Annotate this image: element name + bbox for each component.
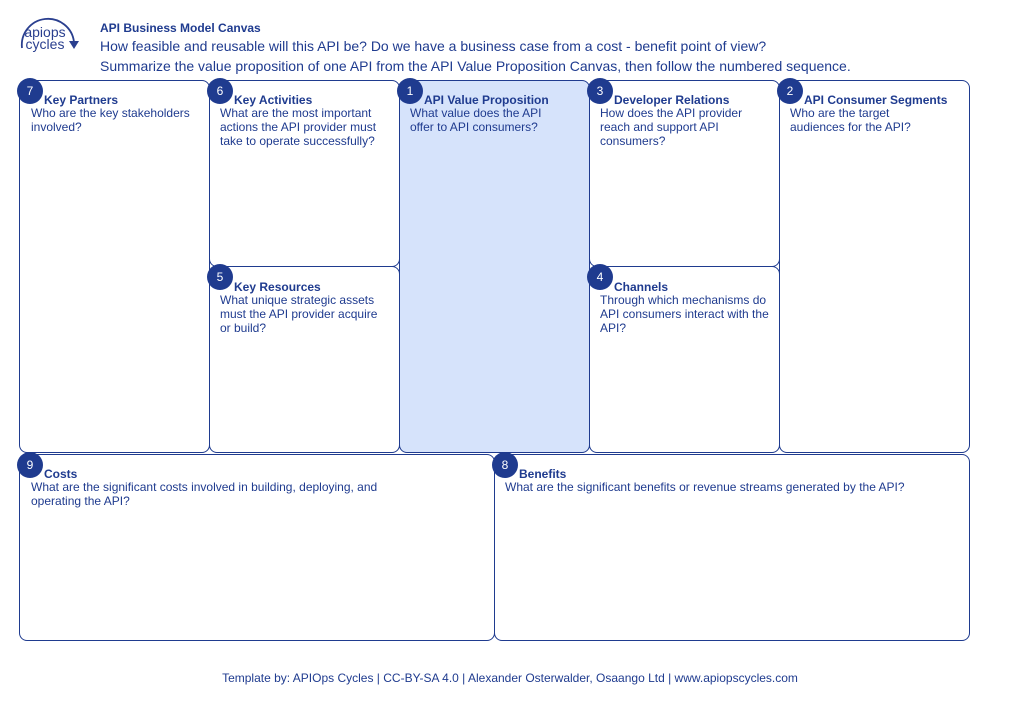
key-activities-title: Key Activities [234, 93, 313, 107]
costs-title: Costs [44, 467, 78, 481]
key-partners-description: Who are the key stakeholders involved? [31, 106, 190, 134]
key-partners-cell[interactable] [19, 80, 210, 453]
key-resources-cell[interactable] [209, 266, 400, 453]
consumer-segments-number-badge: 2 [777, 78, 803, 104]
logo-line-2: cycles [25, 36, 65, 52]
apiops-cycles-logo: apiops cycles [14, 8, 80, 66]
template-credit-footer: Template by: APIOps Cycles | CC-BY-SA 4.… [222, 671, 798, 685]
value-proposition-description: What value does the API offer to API con… [410, 106, 542, 134]
benefits-cell[interactable] [494, 454, 970, 641]
consumer-segments-cell[interactable] [779, 80, 970, 453]
canvas-subtitle-instruction: Summarize the value proposition of one A… [100, 58, 851, 74]
key-resources-number-badge: 5 [207, 264, 233, 290]
benefits-title: Benefits [519, 467, 567, 481]
developer-relations-cell[interactable] [589, 80, 780, 267]
canvas-subtitle-question: How feasible and reusable will this API … [100, 38, 767, 54]
costs-description: What are the significant costs involved … [31, 480, 378, 508]
consumer-segments-description: Who are the target audiences for the API… [790, 106, 911, 134]
channels-cell[interactable] [589, 266, 780, 453]
channels-title: Channels [614, 280, 669, 294]
key-resources-description: What unique strategic assets must the AP… [220, 293, 378, 335]
key-activities-number-badge: 6 [207, 78, 233, 104]
value-proposition-number-badge: 1 [397, 78, 423, 104]
costs-number-badge: 9 [17, 452, 43, 478]
developer-relations-description: How does the API provider reach and supp… [600, 106, 743, 148]
benefits-number-badge: 8 [492, 452, 518, 478]
developer-relations-title: Developer Relations [614, 93, 730, 107]
key-activities-cell[interactable] [209, 80, 400, 267]
value-proposition-title: API Value Proposition [424, 93, 549, 107]
consumer-segments-title: API Consumer Segments [804, 93, 948, 107]
channels-number-badge: 4 [587, 264, 613, 290]
canvas-title: API Business Model Canvas [100, 21, 261, 35]
key-partners-title: Key Partners [44, 93, 119, 107]
logo-line-1: apiops [24, 24, 66, 40]
value-proposition-cell[interactable] [399, 80, 590, 453]
benefits-description: What are the significant benefits or rev… [505, 480, 905, 494]
channels-description: Through which mechanisms do API consumer… [600, 293, 769, 335]
key-activities-description: What are the most important actions the … [220, 106, 377, 148]
key-partners-number-badge: 7 [17, 78, 43, 104]
key-resources-title: Key Resources [234, 280, 321, 294]
logo-cycle-arrow-icon [20, 17, 79, 49]
developer-relations-number-badge: 3 [587, 78, 613, 104]
